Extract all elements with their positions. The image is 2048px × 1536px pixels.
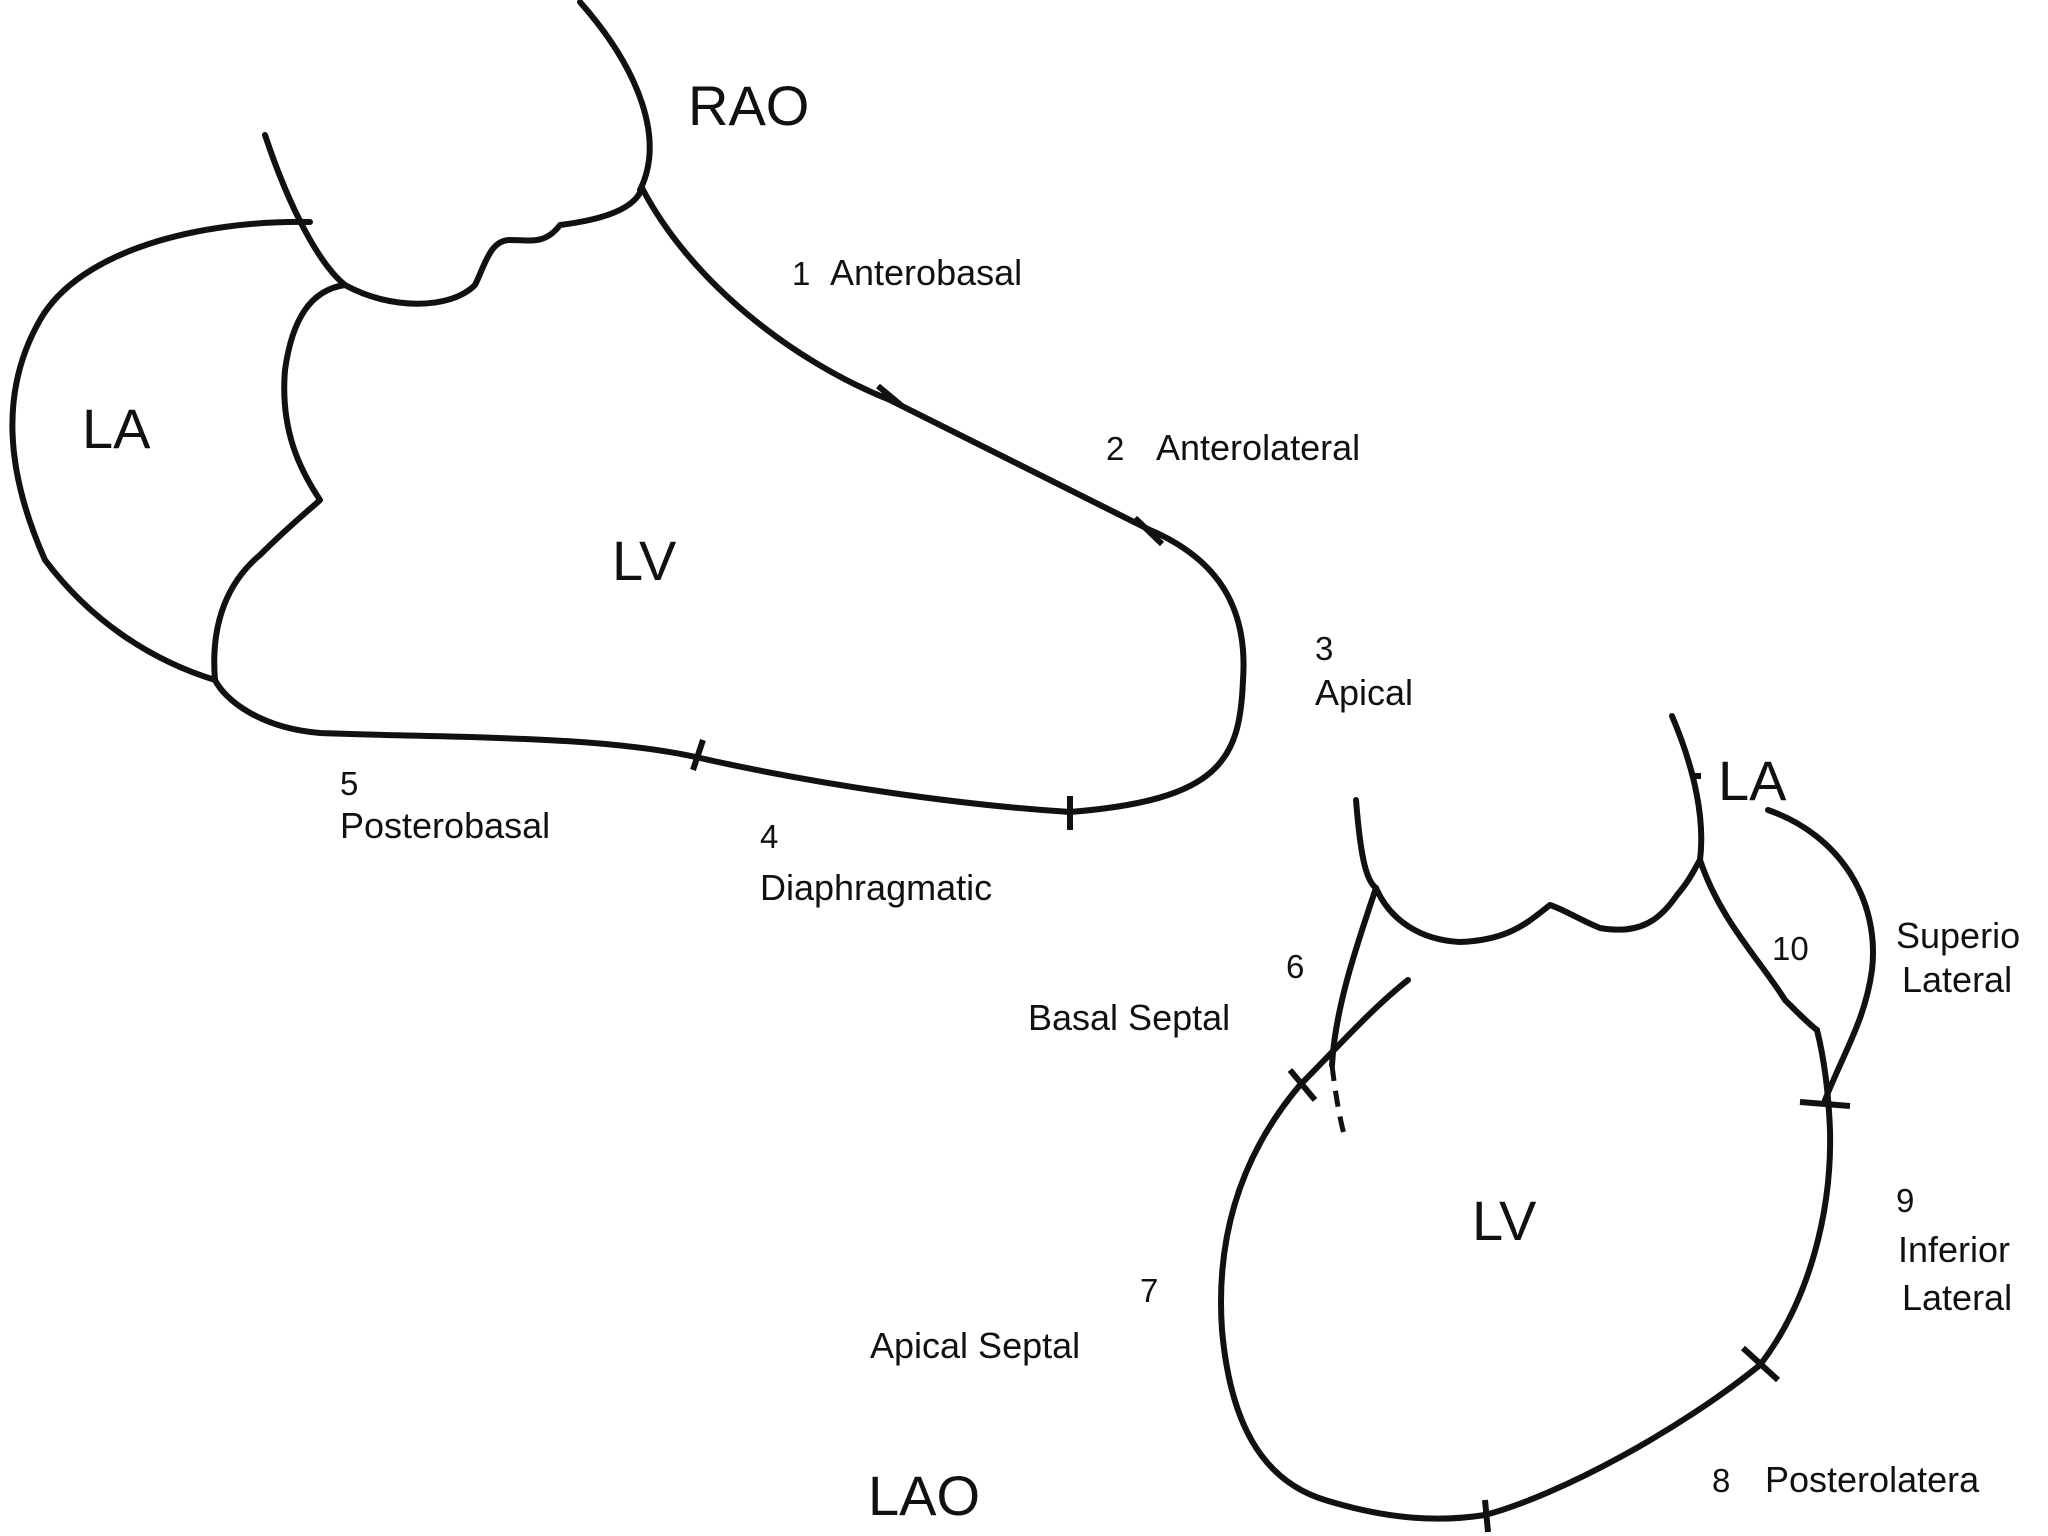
lao-seg7-number: 7 <box>1140 1272 1158 1309</box>
rao-seg5-name: Posterobasal <box>340 805 550 846</box>
lao-seg9-name-line1: Inferior <box>1898 1229 2010 1270</box>
lao-tick-7-8 <box>1482 1499 1491 1533</box>
lao-tick-6-7 <box>1287 1068 1318 1102</box>
rao-la-outline <box>9 218 313 683</box>
rao-seg3-number: 3 <box>1315 630 1333 667</box>
rao-tick-2-3 <box>1132 515 1165 547</box>
lao-aortic-root <box>1373 857 1703 945</box>
lao-seg6-number: 6 <box>1286 948 1304 985</box>
lao-lv-superior-wall <box>1697 857 1820 1033</box>
lao-seg9-number: 9 <box>1896 1182 1914 1219</box>
lao-la-outline <box>1765 807 1876 1103</box>
rao-tick-4-5 <box>690 739 706 771</box>
lao-seg10-number: 10 <box>1772 930 1809 967</box>
rao-seg3-name: Apical <box>1315 672 1413 713</box>
rao-seg1-name: Anterobasal <box>830 252 1022 293</box>
rao-tick-1-2 <box>876 383 904 409</box>
lao-septal-crossing-line <box>1297 977 1411 1088</box>
lao-aorta-left-wall <box>1353 797 1379 891</box>
lao-seg9-name-line2: Lateral <box>1902 1277 2012 1318</box>
rao-view-label: RAO <box>688 74 809 137</box>
rao-lv-posterior-wall <box>211 282 348 683</box>
rao-seg2-name: Anterolateral <box>1156 427 1360 468</box>
rao-seg5-number: 5 <box>340 765 358 802</box>
rao-seg4-name: Diaphragmatic <box>760 867 992 908</box>
lao-seg7-name: Apical Septal <box>870 1325 1080 1366</box>
lao-view-label: LAO <box>868 1464 980 1527</box>
lao-view: LA LV LAO 6 Basal Septal 7 Apical Septal… <box>868 713 2020 1533</box>
lao-lv-septal-wall <box>1218 1082 1488 1522</box>
lao-seg8-name: Posterolatera <box>1765 1459 1980 1500</box>
rao-aortic-root <box>262 132 645 307</box>
lao-lv-lateral-wall <box>1482 1027 1834 1518</box>
lao-septal-boundary <box>1329 885 1379 1068</box>
lao-tick-8-9 <box>1740 1345 1781 1383</box>
lao-aorta-right-wall <box>1669 713 1705 863</box>
rao-lv-anterior-wall <box>639 185 1247 683</box>
lao-lv-label: LV <box>1472 1189 1537 1252</box>
rao-lv-label: LV <box>612 529 677 592</box>
lao-septal-dashed-line <box>1329 1064 1349 1141</box>
lao-seg10-name-line2: Lateral <box>1902 959 2012 1000</box>
lao-la-label: LA <box>1718 749 1787 812</box>
rao-seg1-number: 1 <box>792 255 810 292</box>
lao-seg10-name-line1: Superio <box>1896 915 2020 956</box>
rao-la-label: LA <box>82 397 151 460</box>
rao-aorta-outline <box>577 0 653 193</box>
lao-seg6-name: Basal Septal <box>1028 997 1230 1038</box>
lao-seg8-number: 8 <box>1712 1462 1730 1499</box>
rao-view: RAO LA LV 1 Anterobasal 2 Anterolateral … <box>9 0 1413 908</box>
rao-seg2-number: 2 <box>1106 430 1124 467</box>
rao-seg4-number: 4 <box>760 818 778 855</box>
rao-lv-apex-inferior-wall <box>212 677 1246 815</box>
lao-tick-9-10 <box>1799 1099 1851 1109</box>
